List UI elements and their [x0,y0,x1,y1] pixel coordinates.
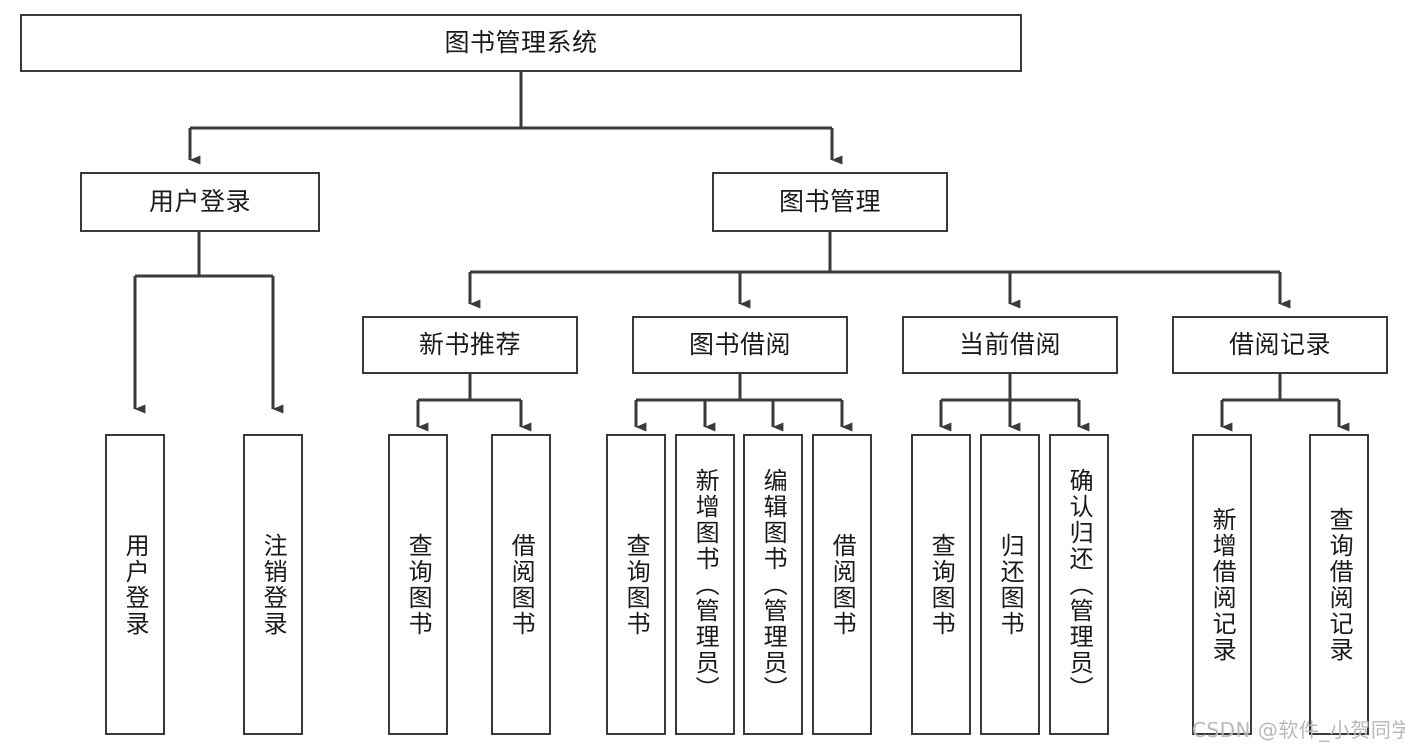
leaf-current-return-book[interactable]: 归还图书 [980,434,1040,735]
node-root-label: 图书管理系统 [444,28,598,58]
leaf-label: 注销登录 [259,532,288,637]
leaf-label: 归还图书 [996,532,1025,637]
leaf-borrow-edit-book-admin[interactable]: 编辑图书（管理员） [743,434,803,735]
leaf-label: 查询图书 [927,532,956,637]
leaf-current-query-book[interactable]: 查询图书 [911,434,971,735]
node-user-login-label: 用户登录 [148,187,251,217]
node-current-borrow[interactable]: 当前借阅 [902,316,1118,374]
node-borrow-records[interactable]: 借阅记录 [1172,316,1388,374]
leaf-label: 确认归还（管理员） [1065,467,1094,702]
leaf-user-login-signin[interactable]: 用户登录 [105,434,165,735]
leaf-user-login-signout[interactable]: 注销登录 [243,434,303,735]
leaf-label: 查询图书 [622,532,651,637]
leaf-borrow-query-book[interactable]: 查询图书 [606,434,666,735]
node-book-borrow[interactable]: 图书借阅 [632,316,848,374]
node-root[interactable]: 图书管理系统 [20,14,1022,72]
leaf-new-book-borrow[interactable]: 借阅图书 [491,434,551,735]
node-user-login[interactable]: 用户登录 [80,172,320,232]
leaf-label: 新增借阅记录 [1208,506,1237,663]
leaf-records-add-record[interactable]: 新增借阅记录 [1192,434,1252,735]
leaf-label: 借阅图书 [507,532,536,637]
node-borrow-records-label: 借阅记录 [1228,330,1331,360]
leaf-label: 编辑图书（管理员） [759,467,788,702]
node-book-borrow-label: 图书借阅 [688,330,791,360]
leaf-label: 查询借阅记录 [1325,506,1354,663]
node-new-book-recommend-label: 新书推荐 [418,330,521,360]
node-book-management[interactable]: 图书管理 [712,172,948,232]
node-book-management-label: 图书管理 [778,187,881,217]
node-current-borrow-label: 当前借阅 [958,330,1061,360]
csdn-watermark: CSDN @软件_小贺同学 [1192,718,1405,742]
leaf-label: 用户登录 [121,532,150,637]
node-new-book-recommend[interactable]: 新书推荐 [362,316,578,374]
leaf-current-confirm-return-admin[interactable]: 确认归还（管理员） [1049,434,1109,735]
leaf-new-book-query[interactable]: 查询图书 [388,434,448,735]
leaf-label: 借阅图书 [828,532,857,637]
leaf-label: 新增图书（管理员） [691,467,720,702]
leaf-borrow-borrow-book[interactable]: 借阅图书 [812,434,872,735]
leaf-borrow-add-book-admin[interactable]: 新增图书（管理员） [675,434,735,735]
leaf-label: 查询图书 [404,532,433,637]
leaf-records-query-record[interactable]: 查询借阅记录 [1309,434,1369,735]
